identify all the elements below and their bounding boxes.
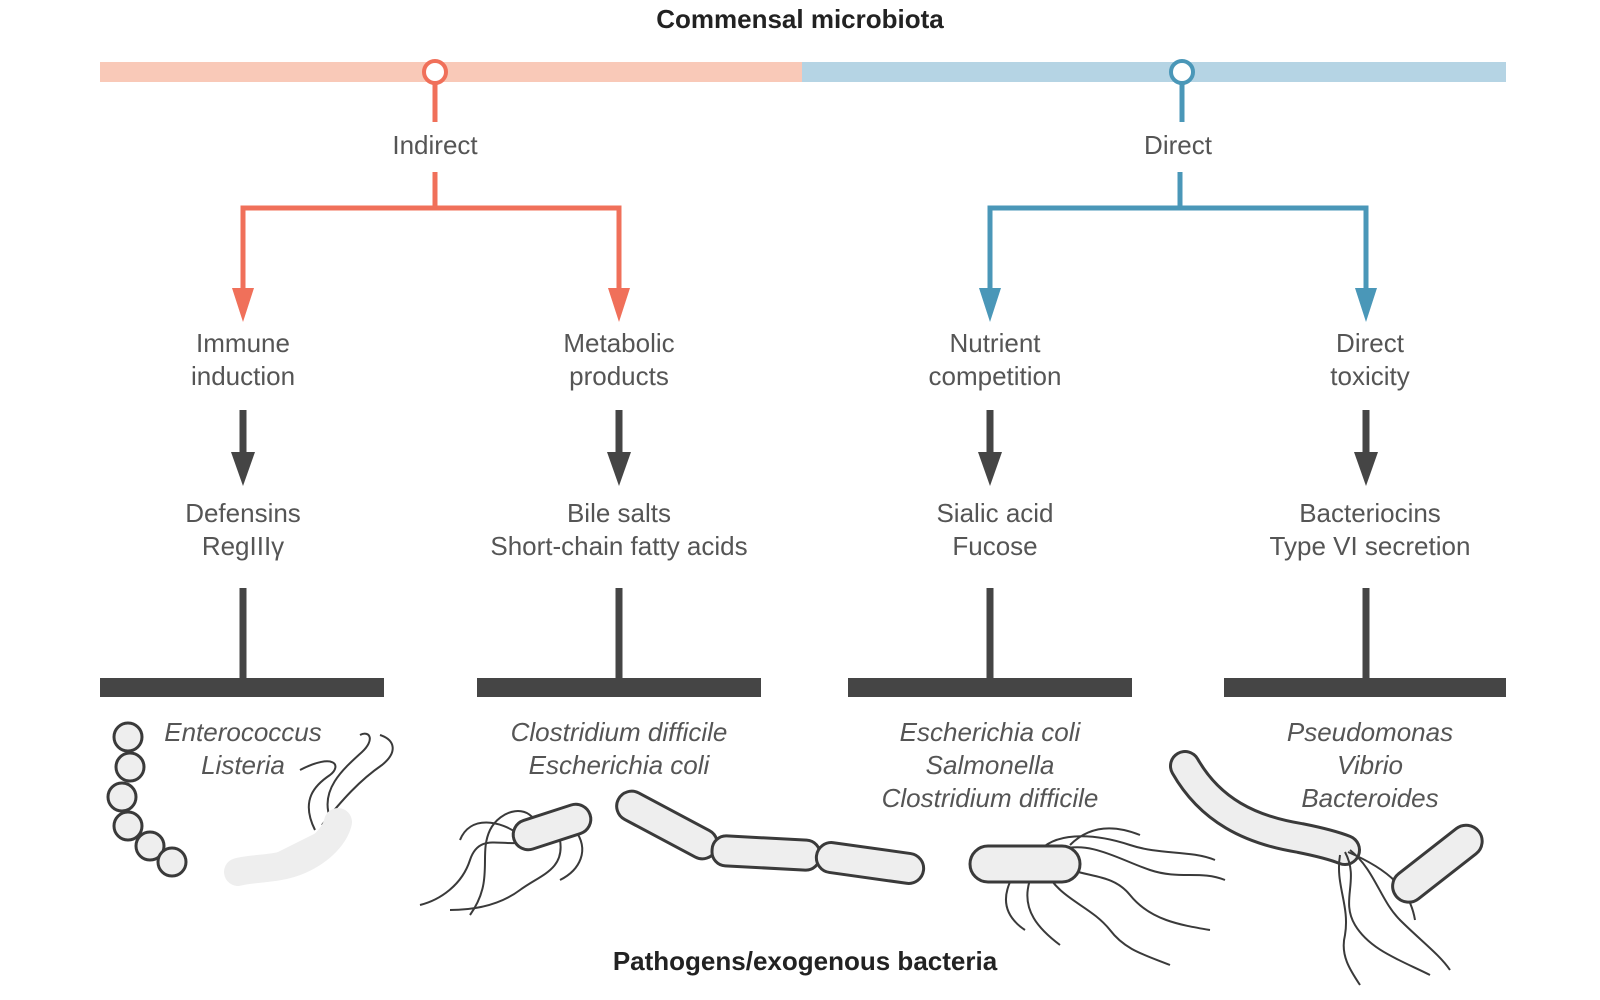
effector-line2: RegIIIγ: [202, 531, 284, 561]
effector-line2: Short-chain fatty acids: [490, 531, 747, 561]
direct-label: Direct: [1144, 130, 1213, 160]
mechanism-metabolic-products: Metabolic products Bile salts Short-chai…: [477, 328, 761, 780]
effector-arrow-head: [978, 452, 1002, 486]
clostridium-rod-illustration: [419, 802, 593, 916]
bottom-title: Pathogens/exogenous bacteria: [613, 946, 998, 976]
arrow-head-nutrient: [979, 288, 1001, 322]
effector-arrow-head: [1354, 452, 1378, 486]
mechanism-nutrient-competition: Nutrient competition Sialic acid Fucose …: [848, 328, 1132, 813]
effector-line1: Bile salts: [567, 498, 671, 528]
mechanism-name-line2: induction: [191, 361, 295, 391]
salmonella-rod-illustration: [968, 827, 1226, 966]
effector-line1: Defensins: [185, 498, 301, 528]
pathogen-name: Listeria: [201, 750, 285, 780]
pathogen-name: Salmonella: [926, 750, 1055, 780]
indirect-fork-connector-right: [435, 205, 622, 300]
mechanism-name-line1: Direct: [1336, 328, 1405, 358]
pathogen-name: Pseudomonas: [1287, 717, 1453, 747]
mechanism-name-line1: Metabolic: [563, 328, 674, 358]
mechanism-immune-induction: Immune induction Defensins RegIIIγ Enter…: [100, 328, 384, 780]
effector-line2: Type VI secretion: [1270, 531, 1471, 561]
arrow-head-immune: [232, 288, 254, 322]
effector-line1: Sialic acid: [936, 498, 1053, 528]
direct-node-circle: [1169, 59, 1195, 85]
pathogen-name: Vibrio: [1337, 750, 1403, 780]
indirect-branch: Indirect: [232, 59, 630, 322]
pathogen-name: Clostridium difficile: [882, 783, 1099, 813]
mechanism-name-line1: Nutrient: [949, 328, 1041, 358]
listeria-rod-illustration: [224, 732, 394, 886]
effector-arrow-head: [607, 452, 631, 486]
short-rod-illustration: [1391, 823, 1484, 904]
pseudomonas-rod-illustration: [1169, 750, 1451, 986]
ecoli-rod-chain-illustration: [615, 789, 926, 885]
direct-branch: Direct: [979, 59, 1377, 322]
inhibition-bar: [100, 678, 384, 697]
mechanism-direct-toxicity: Direct toxicity Bacteriocins Type VI sec…: [1224, 328, 1506, 813]
mechanism-name-line2: competition: [929, 361, 1062, 391]
effector-line2: Fucose: [952, 531, 1037, 561]
indirect-node-circle: [422, 59, 448, 85]
mechanism-name-line2: toxicity: [1330, 361, 1409, 391]
pathogen-name: Bacteroides: [1301, 783, 1438, 813]
top-title: Commensal microbiota: [656, 4, 944, 34]
coccus-chain-illustration: [106, 721, 188, 878]
indirect-top-bar: [100, 62, 802, 82]
pathogen-name: Escherichia coli: [529, 750, 711, 780]
pathogen-name: Enterococcus: [164, 717, 322, 747]
mechanism-name-line1: Immune: [196, 328, 290, 358]
inhibition-bar: [848, 678, 1132, 697]
direct-fork-connector-right: [1180, 205, 1369, 300]
effector-arrow-head: [231, 452, 255, 486]
arrow-head-metabolic: [608, 288, 630, 322]
indirect-fork-connector: [240, 172, 438, 300]
arrow-head-toxicity: [1355, 288, 1377, 322]
indirect-label: Indirect: [392, 130, 478, 160]
inhibition-bar: [477, 678, 761, 697]
pathogen-name: Escherichia coli: [900, 717, 1082, 747]
effector-line1: Bacteriocins: [1299, 498, 1441, 528]
pathogen-name: Clostridium difficile: [511, 717, 728, 747]
mechanism-name-line2: products: [569, 361, 669, 391]
direct-top-bar: [802, 62, 1506, 82]
direct-fork-connector: [987, 172, 1183, 300]
inhibition-bar: [1224, 678, 1506, 697]
